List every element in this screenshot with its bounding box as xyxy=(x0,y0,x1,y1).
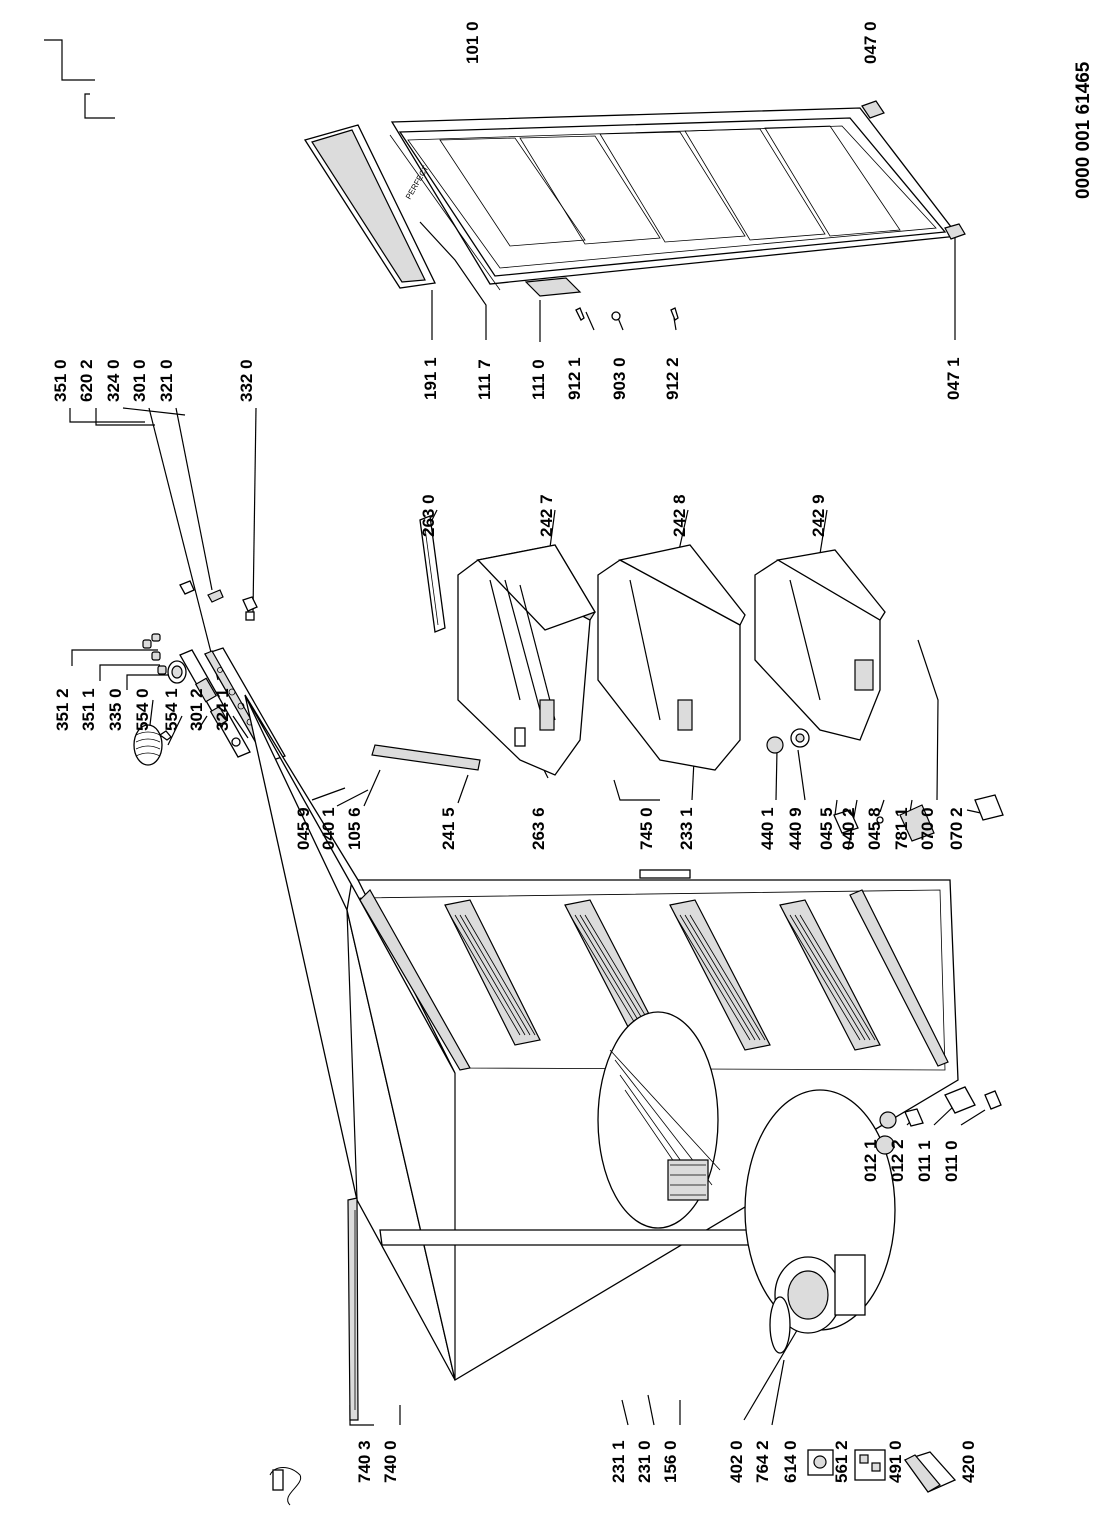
knob xyxy=(167,660,187,684)
part-label-047-1: 047 1 xyxy=(944,357,963,400)
part-label-351-2: 351 2 xyxy=(53,688,72,731)
part-label-101-0: 101 0 xyxy=(463,21,482,64)
part-label-740-3: 740 3 xyxy=(355,1440,374,1483)
hinge-parts xyxy=(575,100,966,321)
part-label-263-6: 263 6 xyxy=(529,807,548,850)
door-rail-strip xyxy=(419,515,446,633)
thermostat-unit xyxy=(807,1449,834,1476)
part-label-047-0: 047 0 xyxy=(861,21,880,64)
part-label-554-0: 554 0 xyxy=(133,688,152,731)
part-label-781-1: 781 1 xyxy=(892,807,911,850)
part-label-233-1: 233 1 xyxy=(677,807,696,850)
part-label-156-0: 156 0 xyxy=(661,1440,680,1483)
freezer-door: PERFECT xyxy=(389,107,960,297)
compressor-feet xyxy=(879,1086,1002,1129)
part-label-620-2: 620 2 xyxy=(77,359,96,402)
part-label-491-0: 491 0 xyxy=(886,1440,905,1483)
part-label-045-9: 045 9 xyxy=(294,807,313,850)
part-label-903-0: 903 0 xyxy=(610,357,629,400)
part-label-012-1: 012 1 xyxy=(861,1139,880,1182)
part-label-351-0: 351 0 xyxy=(51,359,70,402)
thermostat-spring xyxy=(133,724,163,766)
freezer-basket-3 xyxy=(754,549,886,741)
part-label-912-2: 912 2 xyxy=(663,357,682,400)
cabinet-back-parts xyxy=(347,1197,763,1421)
part-label-912-1: 912 1 xyxy=(565,357,584,400)
part-label-561-2: 561 2 xyxy=(832,1440,851,1483)
part-label-111-7: 111 7 xyxy=(475,359,494,400)
power-cord xyxy=(269,1467,302,1506)
lamp-holder xyxy=(245,611,255,621)
part-label-070-0: 070 0 xyxy=(918,807,937,850)
part-label-263-0: 263 0 xyxy=(419,494,438,537)
part-label-402-0: 402 0 xyxy=(727,1440,746,1483)
part-label-105-6: 105 6 xyxy=(345,807,364,850)
part-label-440-1: 440 1 xyxy=(758,807,777,850)
part-label-332-0: 332 0 xyxy=(237,359,256,402)
part-label-241-5: 241 5 xyxy=(439,807,458,850)
compressor-bay xyxy=(744,1089,896,1334)
part-label-335-0: 335 0 xyxy=(106,688,125,731)
thermostat-board xyxy=(179,649,251,758)
part-label-321-0: 321 0 xyxy=(157,359,176,402)
document-number: 0000 001 61465 xyxy=(1073,61,1094,199)
part-label-324-1: 324 1 xyxy=(213,688,232,731)
door-handle xyxy=(303,124,436,289)
part-label-231-0: 231 0 xyxy=(635,1440,654,1483)
part-label-745-0: 745 0 xyxy=(637,807,656,850)
cabinet-top-parts xyxy=(371,727,1004,879)
part-label-351-1: 351 1 xyxy=(79,688,98,731)
part-label-440-9: 440 9 xyxy=(786,807,805,850)
part-label-420-0: 420 0 xyxy=(959,1440,978,1483)
part-label-045-5: 045 5 xyxy=(817,807,836,850)
part-label-301-2: 301 2 xyxy=(187,688,206,731)
part-label-070-2: 070 2 xyxy=(947,807,966,850)
light-switch xyxy=(179,580,258,612)
part-label-012-2: 012 2 xyxy=(888,1139,907,1182)
part-label-040-2: 040 2 xyxy=(839,807,858,850)
part-label-301-0: 301 0 xyxy=(130,359,149,402)
part-label-011-1: 011 1 xyxy=(915,1140,934,1182)
part-label-242-7: 242 7 xyxy=(537,494,556,537)
part-label-764-2: 764 2 xyxy=(753,1440,772,1483)
part-label-740-0: 740 0 xyxy=(381,1440,400,1483)
condenser-bay xyxy=(597,1011,721,1229)
part-label-554-1: 554 1 xyxy=(162,688,181,731)
clip xyxy=(158,730,172,741)
small-knobs xyxy=(142,633,167,675)
part-label-614-0: 614 0 xyxy=(781,1440,800,1483)
drier xyxy=(769,1296,791,1354)
freezer-basket-2 xyxy=(597,544,746,771)
part-label-045-8: 045 8 xyxy=(865,807,884,850)
part-label-324-0: 324 0 xyxy=(104,359,123,402)
part-label-011-0: 011 0 xyxy=(942,1140,961,1182)
part-label-242-9: 242 9 xyxy=(809,494,828,537)
shelves xyxy=(444,899,881,1051)
part-label-040-1: 040 1 xyxy=(319,807,338,850)
part-label-242-8: 242 8 xyxy=(670,494,689,537)
part-label-191-1: 191 1 xyxy=(421,357,440,400)
part-label-231-1: 231 1 xyxy=(609,1440,628,1483)
part-label-111-0: 111 0 xyxy=(529,359,548,400)
door-inscription: PERFECT xyxy=(404,164,431,201)
start-relay xyxy=(854,1449,886,1481)
freezer-basket-1 xyxy=(457,544,596,776)
relay-cover xyxy=(903,1451,957,1493)
